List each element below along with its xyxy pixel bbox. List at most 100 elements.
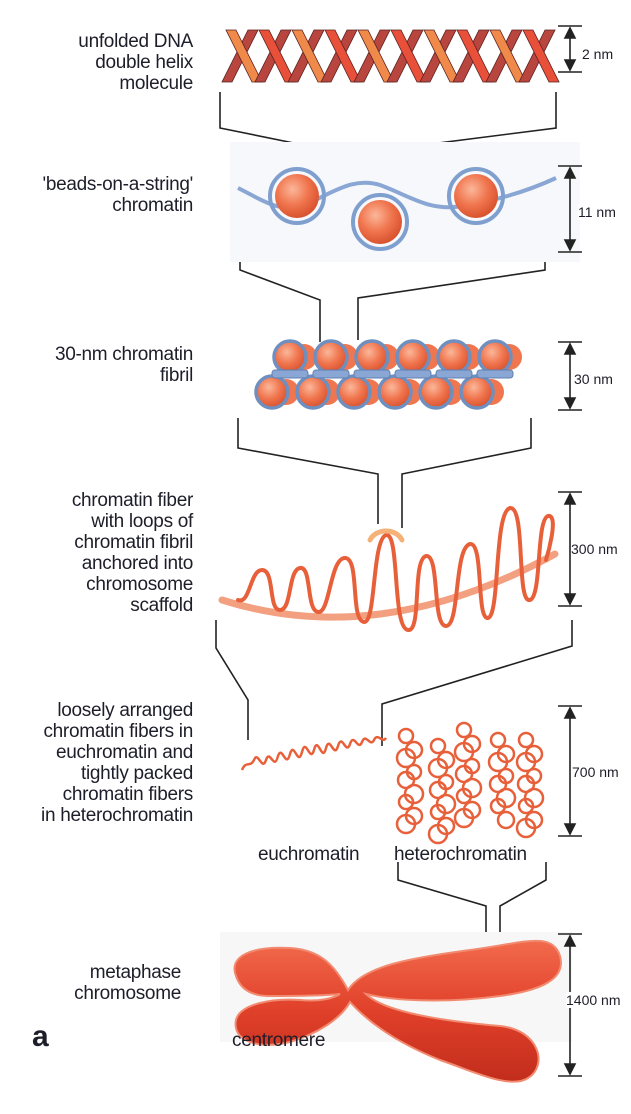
chromatin-fiber-loops [218, 506, 559, 632]
centromere-label: centromere [232, 1030, 326, 1051]
label-line: euchromatin and [55, 742, 193, 763]
heterochromatin-coil [517, 797, 535, 815]
label-line: loosely arranged [57, 700, 193, 721]
heterochromatin-coil [453, 741, 475, 763]
heterochromatin-coil [429, 737, 447, 755]
label-line: chromatin fibers [62, 784, 194, 805]
label-line: molecule [119, 73, 193, 94]
label-line: chromosome [74, 983, 181, 1004]
nucleosome-wrap [447, 167, 505, 225]
euchromatin-coil [240, 735, 388, 771]
fibril-linker [476, 369, 514, 379]
heterochromatin-coil [517, 731, 535, 749]
fibril-bead [395, 339, 431, 375]
label-beads-on-a-string: 'beads-on-a-string'chromatin [42, 174, 194, 216]
fibril-bead [459, 374, 495, 410]
heterochromatin-coil [489, 797, 507, 815]
heterochromatin-coil [489, 731, 507, 749]
scale-arrow-up [563, 492, 577, 505]
fibril-linker [435, 369, 473, 379]
scale-arrow-up [563, 706, 577, 719]
scale-arrow-up [563, 342, 577, 355]
scale-label-300nm: 300 nm [571, 541, 618, 557]
scale-arrow-down [563, 239, 577, 252]
scale-label-700nm: 700 nm [572, 764, 619, 780]
scale-arrow-down [563, 1063, 577, 1076]
scale-arrow-down [563, 59, 577, 72]
nucleosome-bead [454, 174, 498, 218]
euchromatin-label: euchromatin [258, 844, 360, 865]
fibril-linker [271, 369, 309, 379]
helix-strand-front [522, 29, 560, 83]
heterochromatin-coil [395, 813, 417, 835]
nucleosome-bead [275, 174, 319, 218]
scale-label-1400nm: 1400 nm [566, 992, 621, 1008]
fibril-bead [477, 339, 513, 375]
heterochromatin-coil [455, 787, 473, 805]
label-line: chromatin fiber [71, 490, 193, 511]
scale-label-11nm: 11 nm [578, 204, 616, 220]
scale-bars [558, 25, 582, 1077]
fibril-bead [436, 339, 472, 375]
label-line: chromatin [112, 195, 193, 216]
fibril-bead [313, 339, 349, 375]
scale-arrow-down [563, 823, 577, 836]
fibril-bead [272, 339, 308, 375]
30nm-fibril [254, 339, 522, 410]
label-line: unfolded DNA [78, 31, 193, 52]
scale-label-30nm: 30 nm [574, 371, 613, 387]
heterochromatin-coils [395, 721, 545, 845]
fibril-bead [418, 374, 454, 410]
heterochromatin-coil [397, 727, 415, 745]
scale-arrow-down [563, 593, 577, 606]
nucleosome-bead [358, 200, 402, 244]
heterochromatin-coil [453, 807, 475, 829]
heterochromatin-coil [487, 751, 509, 773]
heterochromatin-coil [397, 793, 415, 811]
heterochromatin-coil [515, 817, 537, 839]
metaphase-chromosome [233, 939, 562, 1083]
label-line: chromatin fibril [74, 532, 193, 553]
heterochromatin-coil [395, 747, 417, 769]
fibril-linker [312, 369, 350, 379]
fibril-linker [353, 369, 391, 379]
scale-label-2nm: 2 nm [582, 46, 614, 62]
label-line: tightly packed [81, 763, 193, 784]
heterochromatin-coil [455, 721, 473, 739]
label-line: double helix [95, 52, 193, 73]
fibril-bead [354, 339, 390, 375]
label-line: chromatin fibers in [43, 721, 193, 742]
fibril-bead [377, 374, 413, 410]
fibril-bead [254, 374, 290, 410]
nucleosome-wrap [268, 167, 326, 225]
scale-arrow-up [563, 26, 577, 39]
panel-letter: a [32, 1020, 49, 1053]
heterochromatin-coil [427, 757, 449, 779]
fibril-bead [295, 374, 331, 410]
scale-arrow-up [563, 166, 577, 179]
heterochromatin-coil [427, 823, 449, 845]
fibril-linker [394, 369, 432, 379]
label-line: chromosome [86, 574, 193, 595]
label-line: in heterochromatin [41, 805, 193, 826]
scale-arrow-up [563, 934, 577, 947]
label-line: scaffold [130, 595, 193, 616]
label-line: fibril [159, 365, 193, 386]
heterochromatin-coil [496, 810, 516, 830]
label-line: metaphase [89, 962, 182, 983]
label-line: 'beads-on-a-string' [42, 174, 194, 195]
label-line: with loops of [91, 511, 193, 532]
scale-arrow-down [563, 397, 577, 410]
heterochromatin-coil [429, 803, 447, 821]
label-line: 30-nm chromatin [54, 344, 193, 365]
label-line: anchored into [81, 553, 194, 574]
heterochromatin-label: heterochromatin [394, 844, 527, 865]
dna-double-helix [221, 29, 560, 83]
nucleosome-wrap [351, 193, 409, 251]
